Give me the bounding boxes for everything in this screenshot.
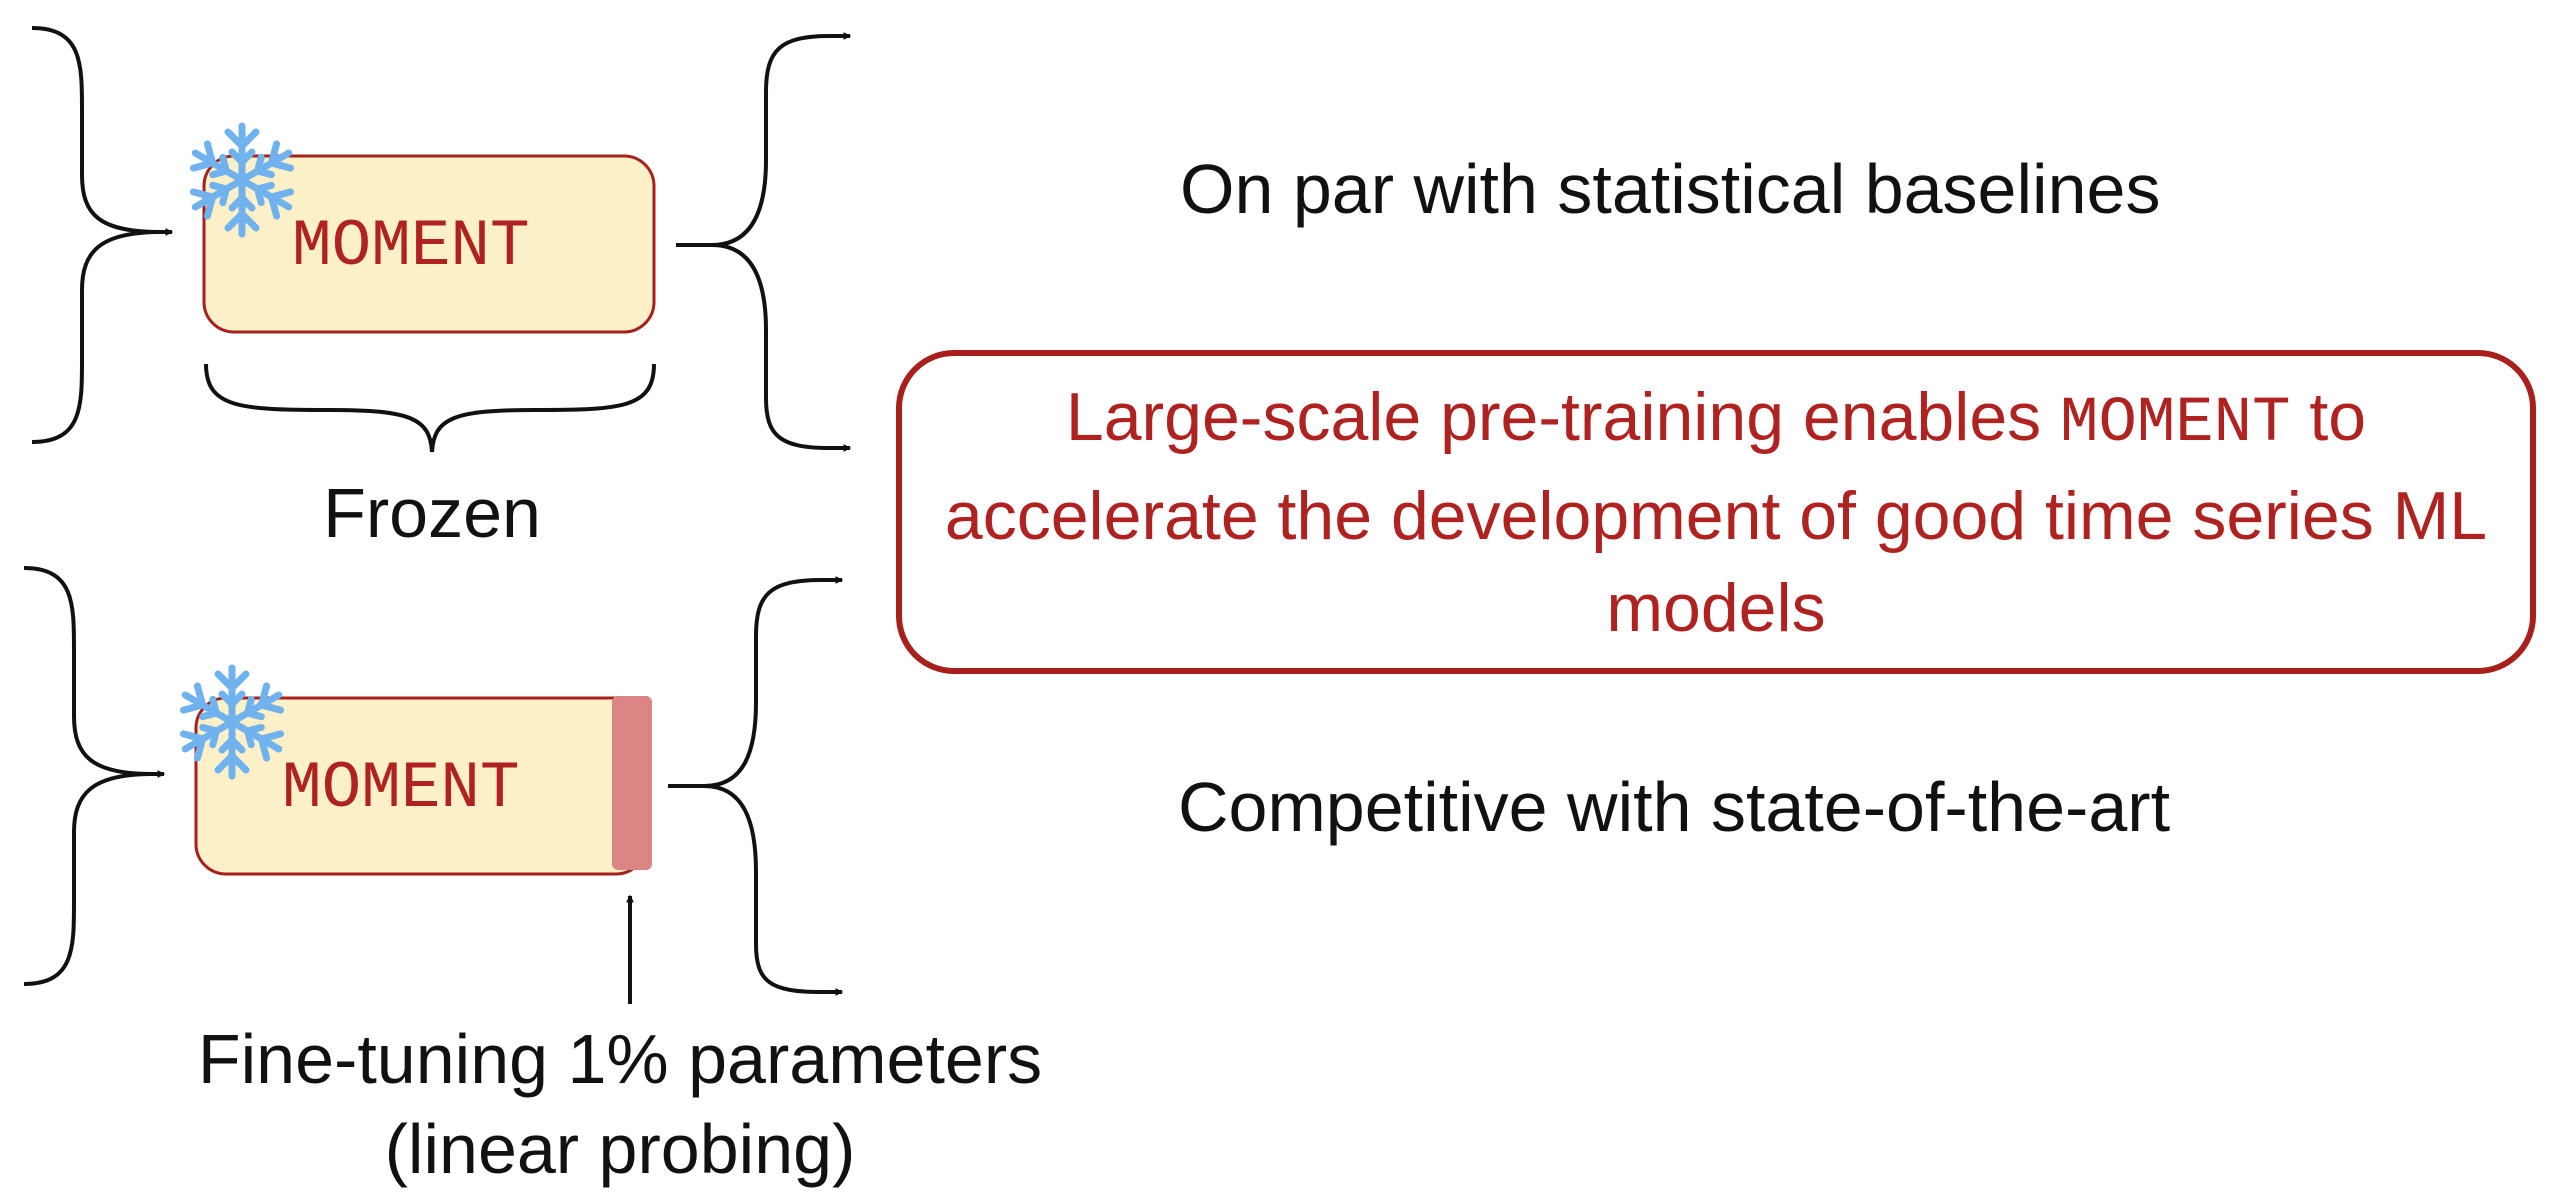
output-brace-top-lower <box>711 243 852 452</box>
linear-probe-layer <box>612 696 652 870</box>
takeaway-model-name: MOMENT <box>2060 387 2291 460</box>
moment-label-frozen: MOMENT <box>292 209 530 284</box>
moment-box-frozen <box>202 154 656 334</box>
result-probing: Competitive with state-of-the-art <box>1178 768 2171 846</box>
input-brace-top <box>31 26 174 236</box>
output-brace-bottom-upper <box>668 576 844 788</box>
input-brace-top-lower <box>31 230 161 444</box>
probing-caption-line2: (linear probing) <box>384 1110 856 1188</box>
result-frozen: On par with statistical baselines <box>1180 150 2161 228</box>
moment-label-probing: MOMENT <box>282 751 520 826</box>
output-brace-bottom-lower <box>703 784 844 996</box>
takeaway-part2: to accelerate the development of good ti… <box>944 378 2488 646</box>
frozen-underbrace <box>204 363 656 453</box>
input-brace-bottom-lower <box>23 772 153 986</box>
takeaway-part1: Large-scale pre-training enables <box>1065 378 2042 455</box>
frozen-caption: Frozen <box>323 474 541 552</box>
input-brace-bottom <box>23 566 166 778</box>
probing-caption-line1: Fine-tuning 1% parameters <box>197 1020 1043 1098</box>
takeaway-box: Large-scale pre-training enables MOMENT … <box>896 350 2536 674</box>
output-brace-top-upper <box>676 32 852 247</box>
takeaway-text: Large-scale pre-training enables MOMENT … <box>936 371 2496 654</box>
